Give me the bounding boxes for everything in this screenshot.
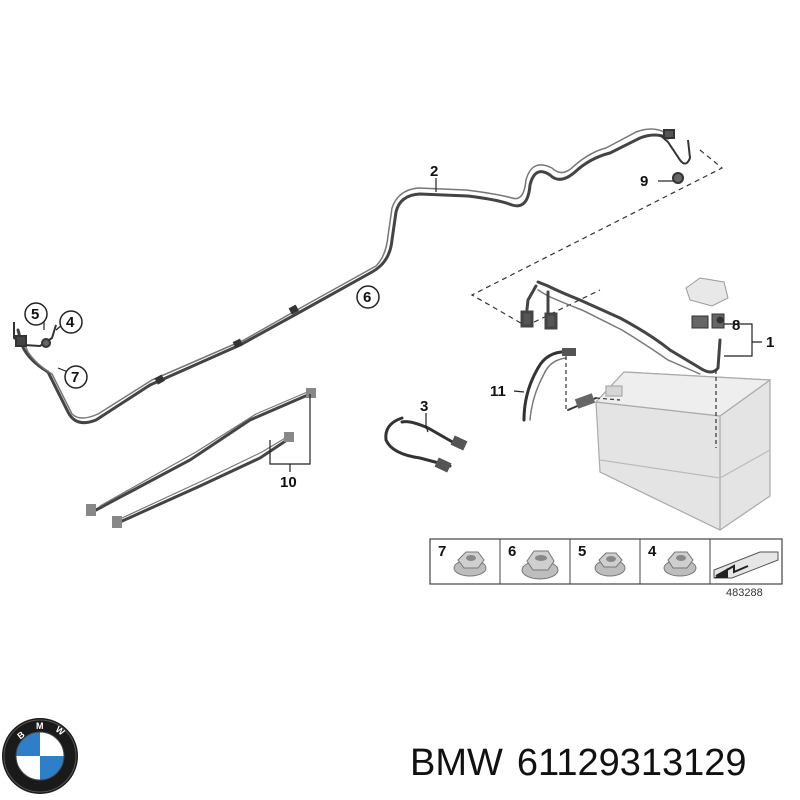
main-cable (16, 128, 670, 425)
callout-2: 2 (430, 163, 438, 180)
part-caption: BMW 61129313129 (410, 738, 790, 788)
legend-number-4: 4 (648, 543, 657, 560)
battery-terminal (691, 313, 725, 329)
callout-5: 5 (31, 306, 39, 323)
callout-5-circle: 5 (24, 302, 48, 326)
legend-number-7: 7 (438, 543, 446, 560)
ground-cable-dashes (565, 356, 621, 412)
wedge-arrow-icon (713, 551, 779, 579)
bmw-logo-letter-b: B (15, 729, 27, 741)
callout-7: 7 (71, 369, 79, 386)
left-connector (13, 322, 57, 348)
nut-5-icon (594, 552, 626, 577)
callout-1: 1 (766, 334, 774, 351)
harness-cables (86, 388, 316, 528)
callout-7-circle: 7 (64, 365, 88, 389)
callout-3: 3 (420, 398, 428, 415)
callout-4: 4 (66, 314, 75, 331)
main-cable-connector (659, 129, 692, 184)
leader-lines (43, 178, 762, 472)
nut-legend: 7 6 5 4 (429, 538, 783, 585)
battery (594, 371, 772, 531)
callout-9: 9 (640, 173, 648, 190)
callout-11: 11 (490, 383, 506, 400)
bmw-logo-letter-m: M (36, 721, 44, 731)
diagram-reference-number: 483288 (726, 587, 763, 599)
callout-8: 8 (732, 317, 740, 334)
bmw-logo: B M W (2, 718, 78, 794)
caption-brand: BMW (410, 742, 503, 784)
caption-part-number: 61129313129 (516, 742, 747, 784)
callout-6: 6 (363, 289, 371, 306)
cable-clips (154, 304, 299, 385)
legend-number-5: 5 (578, 543, 586, 560)
dashed-outline (470, 149, 724, 327)
nut-4-icon (663, 551, 697, 577)
callout-6-circle: 6 (356, 285, 380, 309)
nut-6-icon (521, 550, 559, 580)
jumper-cable (384, 416, 468, 473)
terminal-cover (685, 277, 729, 307)
legend-number-6: 6 (508, 543, 516, 560)
callout-10: 10 (280, 474, 297, 491)
battery-cable-assembly (520, 280, 722, 375)
callout-4-circle: 4 (59, 310, 83, 334)
nut-7-icon (453, 551, 487, 577)
ground-cable (522, 348, 597, 422)
